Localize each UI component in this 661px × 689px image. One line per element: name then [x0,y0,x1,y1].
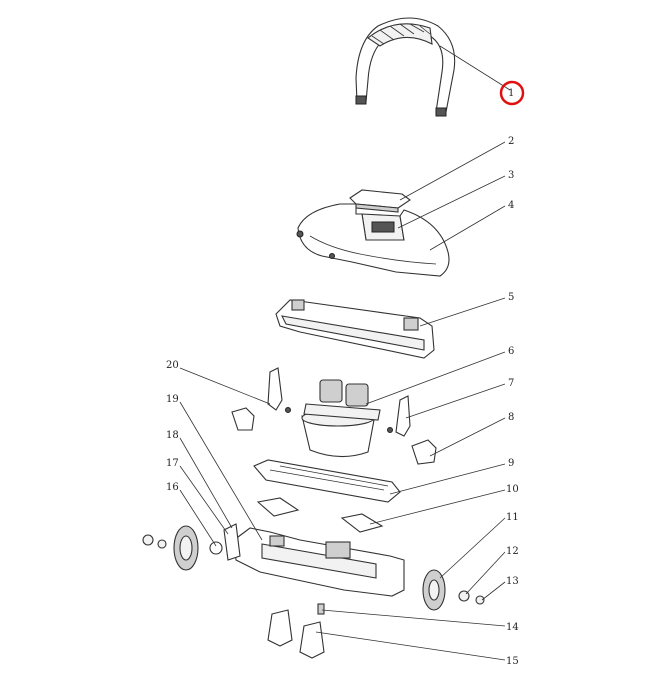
callout-labels: 1 2 3 4 5 6 7 8 9 10 11 12 13 14 15 16 1… [166,88,519,667]
part-18-side-plate[interactable] [223,523,241,561]
part-16-wheel-left[interactable] [173,525,199,571]
part-1-handle[interactable] [355,17,456,117]
callout-13[interactable]: 13 [506,576,519,587]
callout-12[interactable]: 12 [506,546,519,557]
callout-11[interactable]: 11 [506,512,519,523]
callout-2[interactable]: 2 [508,136,514,147]
part-13-nut[interactable] [475,595,485,605]
highlight-circle [499,80,525,106]
callout-16[interactable]: 16 [166,482,179,493]
callout-1[interactable]: 1 [508,88,514,99]
callout-14[interactable]: 14 [506,622,519,633]
part-7-right-bracket[interactable] [387,395,411,437]
part-6-motor[interactable] [301,379,381,458]
part-8-fitting[interactable] [231,407,437,465]
callout-9[interactable]: 9 [508,458,514,469]
part-5-frame[interactable] [275,299,435,359]
callout-4[interactable]: 4 [508,200,514,211]
callout-8[interactable]: 8 [508,412,514,423]
callout-3[interactable]: 3 [508,170,514,181]
callout-5[interactable]: 5 [508,292,514,303]
callout-6[interactable]: 6 [508,346,514,357]
part-20-left-bracket[interactable] [267,367,291,413]
callout-10[interactable]: 10 [506,484,519,495]
part-19-base[interactable] [233,527,405,597]
part-3-panel[interactable] [361,213,405,241]
callout-20[interactable]: 20 [166,360,179,371]
part-2-lid[interactable] [349,189,411,213]
part-15-casters[interactable] [267,609,325,659]
part-11-wheel-right[interactable] [422,569,446,611]
parts-left-washers[interactable] [142,534,167,549]
part-14-pin[interactable] [317,603,325,615]
leader-lines [179,45,511,661]
part-9-filter-plate[interactable] [253,459,401,503]
callout-18[interactable]: 18 [166,430,179,441]
callout-15[interactable]: 15 [506,656,519,667]
callout-19[interactable]: 19 [166,394,179,405]
callout-17[interactable]: 17 [166,458,179,469]
callout-7[interactable]: 7 [508,378,514,389]
part-10-pads[interactable] [256,497,384,533]
part-17-hub[interactable] [209,541,223,555]
